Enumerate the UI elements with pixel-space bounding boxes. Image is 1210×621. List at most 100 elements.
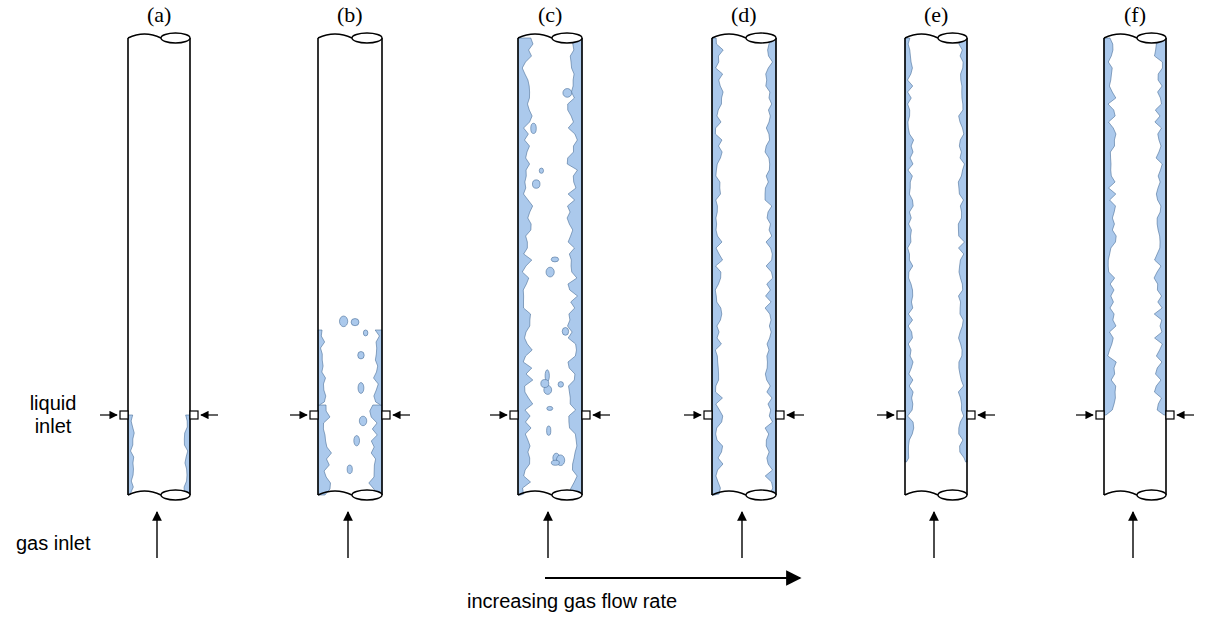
inlet-port xyxy=(310,411,318,419)
panel-letter: (c) xyxy=(538,2,562,27)
liquid-arrow xyxy=(201,414,218,415)
liquid-film xyxy=(374,330,382,405)
pipe-end xyxy=(712,491,746,495)
tube-wall xyxy=(1165,38,1167,495)
pipe-end xyxy=(1104,491,1137,495)
pipe-end xyxy=(518,34,552,38)
liquid-arrow xyxy=(100,414,117,415)
pipe-end xyxy=(518,491,552,495)
liquid-film xyxy=(184,415,190,495)
tube-wall xyxy=(127,38,129,495)
pipe-end xyxy=(1137,490,1166,500)
liquid-arrow xyxy=(393,414,410,415)
gas-arrow xyxy=(347,512,348,558)
liquid-film xyxy=(318,330,326,405)
liquid-film xyxy=(567,38,582,495)
gas-arrow xyxy=(933,512,934,558)
inlet-port xyxy=(1166,411,1174,419)
tube-wall xyxy=(775,38,777,495)
inlet-port xyxy=(190,411,198,419)
tube-wall xyxy=(966,38,968,495)
pipe-end xyxy=(318,491,352,495)
pipe-end xyxy=(905,491,938,495)
pipe-end xyxy=(1137,33,1166,43)
liquid-film xyxy=(958,38,967,462)
liquid-film xyxy=(128,415,134,495)
droplet xyxy=(359,416,366,426)
inlet-label: liquid inlet xyxy=(12,392,94,438)
pipe-end xyxy=(746,33,776,43)
droplet xyxy=(339,316,347,327)
pipe-end xyxy=(712,34,746,38)
droplet xyxy=(541,380,549,388)
pipe-end xyxy=(128,34,161,38)
tube-wall xyxy=(581,38,583,495)
liquid-film xyxy=(369,405,382,495)
droplet xyxy=(354,436,360,446)
liquid-arrow xyxy=(1076,414,1093,415)
pipe-end xyxy=(552,33,582,43)
inlet-label: gas inlet xyxy=(16,532,91,555)
tube-wall xyxy=(317,38,319,495)
panel-letter: (e) xyxy=(924,2,948,27)
liquid-film xyxy=(712,38,723,495)
axis-label: increasing gas flow rate xyxy=(467,590,677,613)
pipe-end xyxy=(1104,34,1137,38)
gas-arrow xyxy=(1132,512,1133,558)
droplet xyxy=(358,383,364,394)
liquid-film xyxy=(1104,38,1116,415)
gas-arrow xyxy=(156,512,157,558)
pipe-end xyxy=(746,490,776,500)
droplet xyxy=(531,123,537,133)
liquid-film xyxy=(905,38,914,462)
pipe-end xyxy=(128,491,161,495)
tube-wall xyxy=(517,38,519,495)
tube-wall xyxy=(189,38,191,495)
tube-wall xyxy=(904,38,906,495)
tube-wall xyxy=(711,38,713,495)
pipe-end xyxy=(352,490,382,500)
droplet xyxy=(558,382,563,388)
droplet xyxy=(562,327,568,335)
inlet-port xyxy=(582,411,590,419)
panel-letter: (a) xyxy=(147,2,171,27)
droplet xyxy=(551,460,559,465)
panel-letter: (f) xyxy=(1124,2,1146,27)
inlet-port xyxy=(776,411,784,419)
liquid-arrow xyxy=(490,414,507,415)
liquid-film xyxy=(765,38,776,495)
inlet-port xyxy=(897,411,905,419)
inlet-port xyxy=(967,411,975,419)
droplet xyxy=(358,351,364,358)
droplet xyxy=(351,319,359,326)
pipe-end xyxy=(318,34,352,38)
liquid-arrow xyxy=(593,414,610,415)
liquid-arrow xyxy=(1177,414,1194,415)
inlet-port xyxy=(1096,411,1104,419)
pipe-end xyxy=(938,490,967,500)
inlet-port xyxy=(382,411,390,419)
liquid-film xyxy=(318,405,331,495)
liquid-arrow xyxy=(684,414,701,415)
droplet xyxy=(547,426,551,435)
liquid-arrow xyxy=(877,414,894,415)
liquid-film xyxy=(518,38,533,495)
droplet xyxy=(563,89,572,98)
liquid-arrow xyxy=(787,414,804,415)
liquid-arrow xyxy=(978,414,995,415)
tube-wall xyxy=(1103,38,1105,495)
gas-arrow xyxy=(741,512,742,558)
trend-arrow xyxy=(545,577,800,579)
droplet xyxy=(546,267,554,277)
liquid-film xyxy=(1154,38,1166,415)
inlet-port xyxy=(704,411,712,419)
droplet xyxy=(347,465,352,474)
panel-letter: (b) xyxy=(337,2,363,27)
droplet xyxy=(532,180,540,188)
droplet xyxy=(363,330,368,336)
pipe-end xyxy=(905,34,938,38)
pipe-end xyxy=(161,33,190,43)
droplet xyxy=(547,406,553,410)
